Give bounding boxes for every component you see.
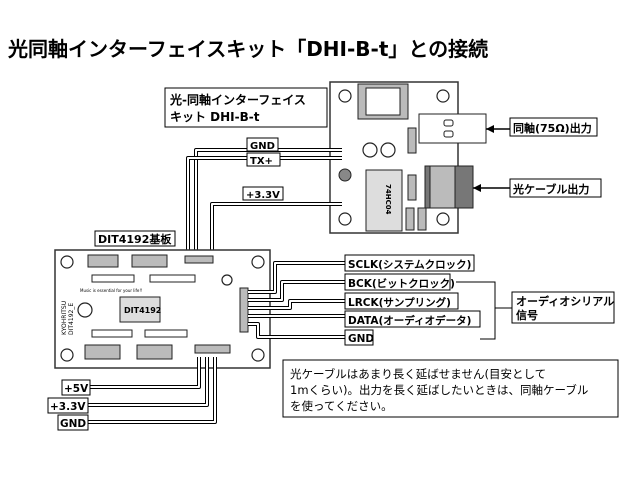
svg-text:1mくらい)。出力を長く延ばしたいときは、同軸ケーブル: 1mくらい)。出力を長く延ばしたいときは、同軸ケーブル — [290, 383, 588, 397]
page-title: 光同軸インターフェイスキット「DHI-B-t」との接続 — [7, 37, 488, 61]
svg-text:LRCK(サンプリング): LRCK(サンプリング) — [348, 296, 451, 309]
gnd-wire-label — [246, 137, 279, 152]
v33-wire-label — [242, 186, 284, 201]
svg-text:74HC04: 74HC04 — [384, 184, 392, 215]
svg-text:GND: GND — [60, 418, 86, 430]
svg-text:SCLK(システムクロック): SCLK(システムクロック) — [348, 259, 471, 271]
signal-sclk — [344, 254, 475, 272]
svg-text:光ケーブル出力: 光ケーブル出力 — [512, 182, 589, 196]
wires-power — [88, 357, 217, 424]
power-gnd — [57, 414, 89, 431]
wires-signals — [248, 261, 345, 339]
svg-text:DIT4192: DIT4192 — [124, 306, 161, 315]
svg-text:信号: 信号 — [516, 308, 538, 322]
dhi-b-t-board: 74HC04 — [329, 81, 487, 234]
ic-74hc04 — [365, 169, 403, 232]
svg-text:オーディオシリアル: オーディオシリアル — [516, 294, 614, 308]
svg-text:GND: GND — [348, 333, 374, 345]
signal-bck — [344, 273, 451, 291]
tx-wire-label — [246, 152, 281, 167]
signal-lrck — [344, 292, 459, 310]
svg-text:+3.3V: +3.3V — [50, 401, 86, 413]
power-3v3 — [47, 397, 89, 414]
svg-text:+3.3V: +3.3V — [246, 190, 280, 201]
svg-text:を使ってください。: を使ってください。 — [290, 399, 393, 413]
dit4192-board: Music is essential for your life!! DIT41… — [54, 249, 271, 369]
svg-text:DIT4192_E: DIT4192_E — [68, 303, 75, 335]
dhi-b-t-label-box — [164, 87, 328, 128]
svg-text:+5V: +5V — [64, 383, 89, 395]
svg-text:TX+: TX+ — [250, 156, 273, 167]
svg-text:光ケーブルはあまり長く延ばせません(目安として: 光ケーブルはあまり長く延ばせません(目安として — [290, 367, 546, 381]
svg-text:GND: GND — [250, 141, 275, 152]
svg-text:KYOHRITSU: KYOHRITSU — [61, 301, 68, 335]
svg-text:同軸(75Ω)出力: 同軸(75Ω)出力 — [513, 121, 592, 135]
svg-text:Music is essential for your li: Music is essential for your life!! — [80, 288, 143, 293]
signal-data — [344, 310, 481, 328]
ic-dit4192 — [119, 296, 161, 323]
signal-labels: SCLK(システムクロック) BCK(ビットクロック) LRCK(サンプリング)… — [344, 254, 481, 346]
audio-serial-bracket — [456, 281, 496, 340]
note-box — [282, 359, 619, 418]
power-5v — [61, 379, 91, 396]
signal-gnd — [344, 329, 374, 346]
coax-connector — [418, 113, 487, 144]
svg-text:光-同軸インターフェイス: 光-同軸インターフェイス — [169, 92, 306, 107]
svg-text:DATA(オーディオデータ): DATA(オーディオデータ) — [348, 314, 471, 327]
audio-serial-label — [511, 291, 615, 324]
dit-board-label — [94, 230, 176, 247]
svg-text:キット DHI-B-t: キット DHI-B-t — [170, 110, 260, 124]
svg-text:BCK(ビットクロック): BCK(ビットクロック) — [348, 277, 455, 290]
optical-output-label — [509, 178, 602, 198]
svg-text:DIT4192基板: DIT4192基板 — [98, 232, 172, 246]
coax-output-label — [509, 117, 598, 137]
